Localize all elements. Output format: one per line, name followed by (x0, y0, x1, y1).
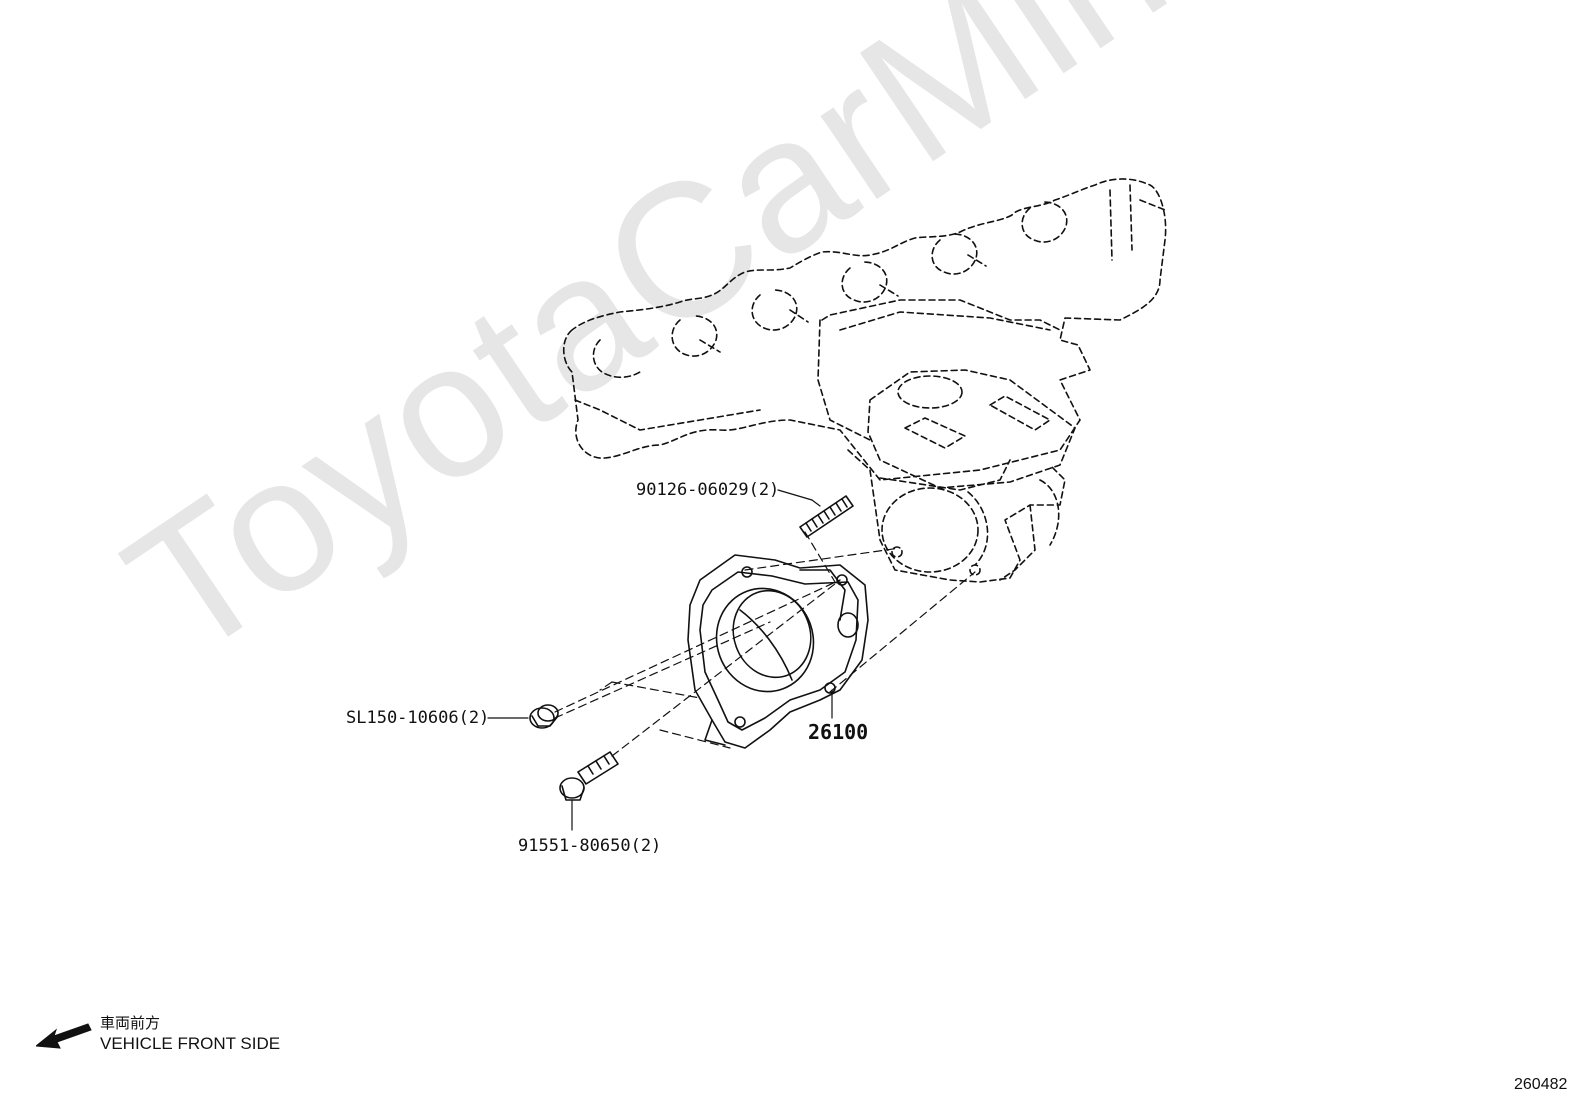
front-direction-legend: 車両前方 VEHICLE FRONT SIDE (36, 1012, 316, 1062)
intake-manifold-outline (562, 178, 1167, 583)
arrow-left-down-icon (36, 1023, 92, 1049)
legend-en-text: VEHICLE FRONT SIDE (100, 1034, 281, 1053)
assembly-lines (554, 531, 976, 757)
throttle-body-part (687, 554, 869, 749)
label-bolt: 91551-80650(2) (518, 836, 662, 856)
label-stud: 90126-06029(2) (636, 480, 780, 500)
nut-part (529, 704, 559, 729)
legend-jp-text: 車両前方 (100, 1014, 161, 1032)
bolt-part (559, 751, 619, 801)
label-throttle-body: 26100 (808, 720, 869, 744)
stud-part (799, 495, 854, 538)
label-nut: SL150-10606(2) (346, 708, 490, 728)
figure-number: 260482 (1514, 1076, 1568, 1093)
